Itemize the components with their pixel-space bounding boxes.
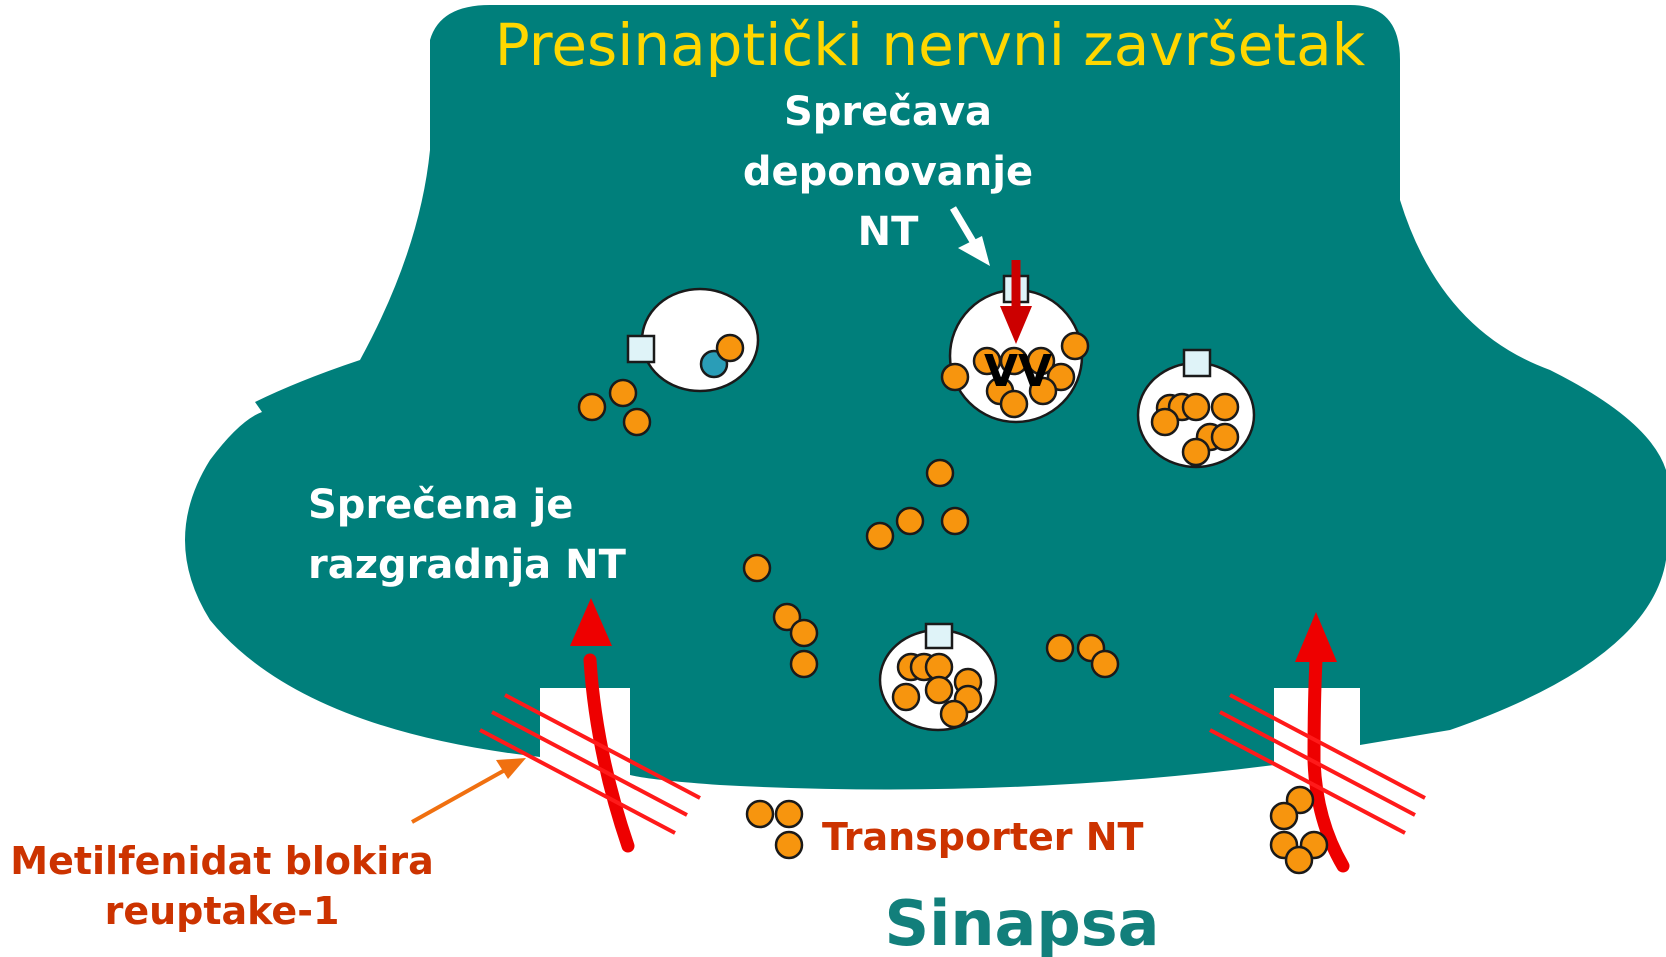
nt-molecule-icon	[939, 699, 969, 729]
degrade-label-line-1: Sprečena je	[308, 482, 573, 528]
degrade-label-line-2: razgradnja NT	[308, 542, 627, 588]
nt-molecule-icon	[1060, 331, 1090, 361]
store-label-line-1: Sprečava	[784, 89, 992, 135]
drug-label-line-2: reuptake-1	[105, 889, 340, 933]
reuptake-arrow-left-icon	[570, 598, 635, 853]
blocked-reuptake-right-icon	[1209, 693, 1426, 835]
nt-molecule-icon	[577, 392, 607, 422]
nt-molecule-icon	[622, 407, 652, 437]
nt-molecule-icon	[895, 506, 925, 536]
nt-molecule-icon	[940, 362, 970, 392]
transporter-label: Transporter NT	[822, 815, 1144, 859]
nt-molecule-icon	[1210, 422, 1240, 452]
nt-molecule-icon	[865, 521, 895, 551]
nt-molecule-icon	[789, 649, 819, 679]
drug-label-line-1: Metilfenidat blokira	[10, 839, 433, 883]
nt-molecule-icon	[1028, 376, 1058, 406]
vesicle-2: VV	[940, 260, 1090, 424]
vesicle-4	[878, 622, 998, 732]
nt-molecule-icon	[745, 799, 775, 829]
nt-molecule-icon	[1045, 633, 1075, 663]
nt-molecule-icon	[925, 458, 955, 488]
presynaptic-terminal	[185, 5, 1666, 790]
vesicle-receptor-icon	[1182, 348, 1212, 378]
nt-molecule-icon	[1269, 801, 1299, 831]
store-label-line-3: NT	[858, 209, 919, 255]
store-label-line-2: deponovanje	[743, 149, 1033, 195]
nt-molecule-icon	[1026, 346, 1056, 376]
vesicle-1	[626, 287, 760, 393]
nt-molecule-icon	[940, 506, 970, 536]
nt-molecule-icon	[999, 389, 1029, 419]
nt-molecule-icon	[1090, 649, 1120, 679]
nt-molecule-icon	[1150, 407, 1180, 437]
transporter-legend: Transporter NT	[745, 799, 1144, 860]
synapse-label: Sinapsa	[884, 887, 1159, 957]
vesicle-3	[1136, 348, 1256, 469]
nt-molecule-icon	[1284, 845, 1314, 875]
nt-molecule-icon	[608, 378, 638, 408]
vesicle-receptor-icon	[626, 334, 656, 364]
vesicle-marker: VV	[984, 346, 1052, 397]
white-arrow-icon	[949, 206, 990, 266]
terminal-title: Presinaptički nervni završetak	[495, 11, 1366, 79]
nt-molecule-icon	[924, 675, 954, 705]
drug-arrow-icon	[411, 758, 526, 824]
blocked-reuptake-left-icon	[479, 693, 701, 835]
nt-molecule-icon	[1181, 437, 1211, 467]
nt-molecule-icon	[1181, 392, 1211, 422]
nt-molecule-icon	[715, 333, 745, 363]
vesicle-receptor-icon	[924, 622, 954, 650]
store-block-arrow-icon	[1000, 260, 1032, 344]
nt-molecule-icon	[774, 799, 804, 829]
nt-molecule-icon	[742, 553, 772, 583]
nt-molecule-icon	[891, 682, 921, 712]
nt-molecule-icon	[789, 618, 819, 648]
nt-molecule-icon	[774, 830, 804, 860]
nt-molecule-icon	[1210, 392, 1240, 422]
